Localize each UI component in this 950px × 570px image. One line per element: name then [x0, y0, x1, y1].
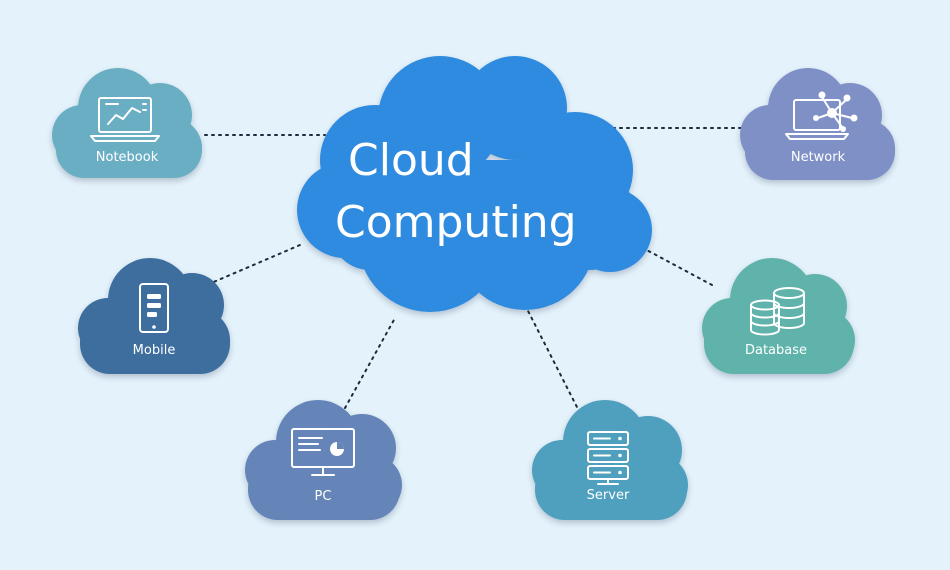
network-icon [785, 91, 858, 140]
cloud-notebook: Notebook [52, 68, 202, 178]
cloud-database: Database [702, 258, 855, 374]
connector-mobile [194, 244, 301, 291]
label-pc: PC [315, 489, 332, 504]
label-network: Network [791, 150, 846, 165]
smartphone-icon [139, 283, 169, 333]
desktop-monitor-icon [291, 428, 355, 476]
server-rack-icon [587, 431, 629, 485]
laptop-icon [90, 97, 160, 142]
cloud-network: Network [740, 68, 895, 180]
connector-server [524, 304, 581, 414]
label-notebook: Notebook [96, 150, 159, 165]
title-line-1: Cloud [348, 135, 474, 186]
central-cloud: Cloud Computing [297, 56, 652, 312]
title-line-2: Computing [335, 197, 577, 248]
label-mobile: Mobile [133, 343, 176, 358]
database-icon [750, 287, 805, 336]
cloud-server: Server [532, 400, 688, 520]
label-database: Database [745, 343, 807, 358]
connector-pc [344, 317, 396, 409]
cloud-mobile: Mobile [78, 258, 230, 374]
cloud-pc: PC [245, 400, 402, 520]
label-server: Server [587, 488, 630, 503]
